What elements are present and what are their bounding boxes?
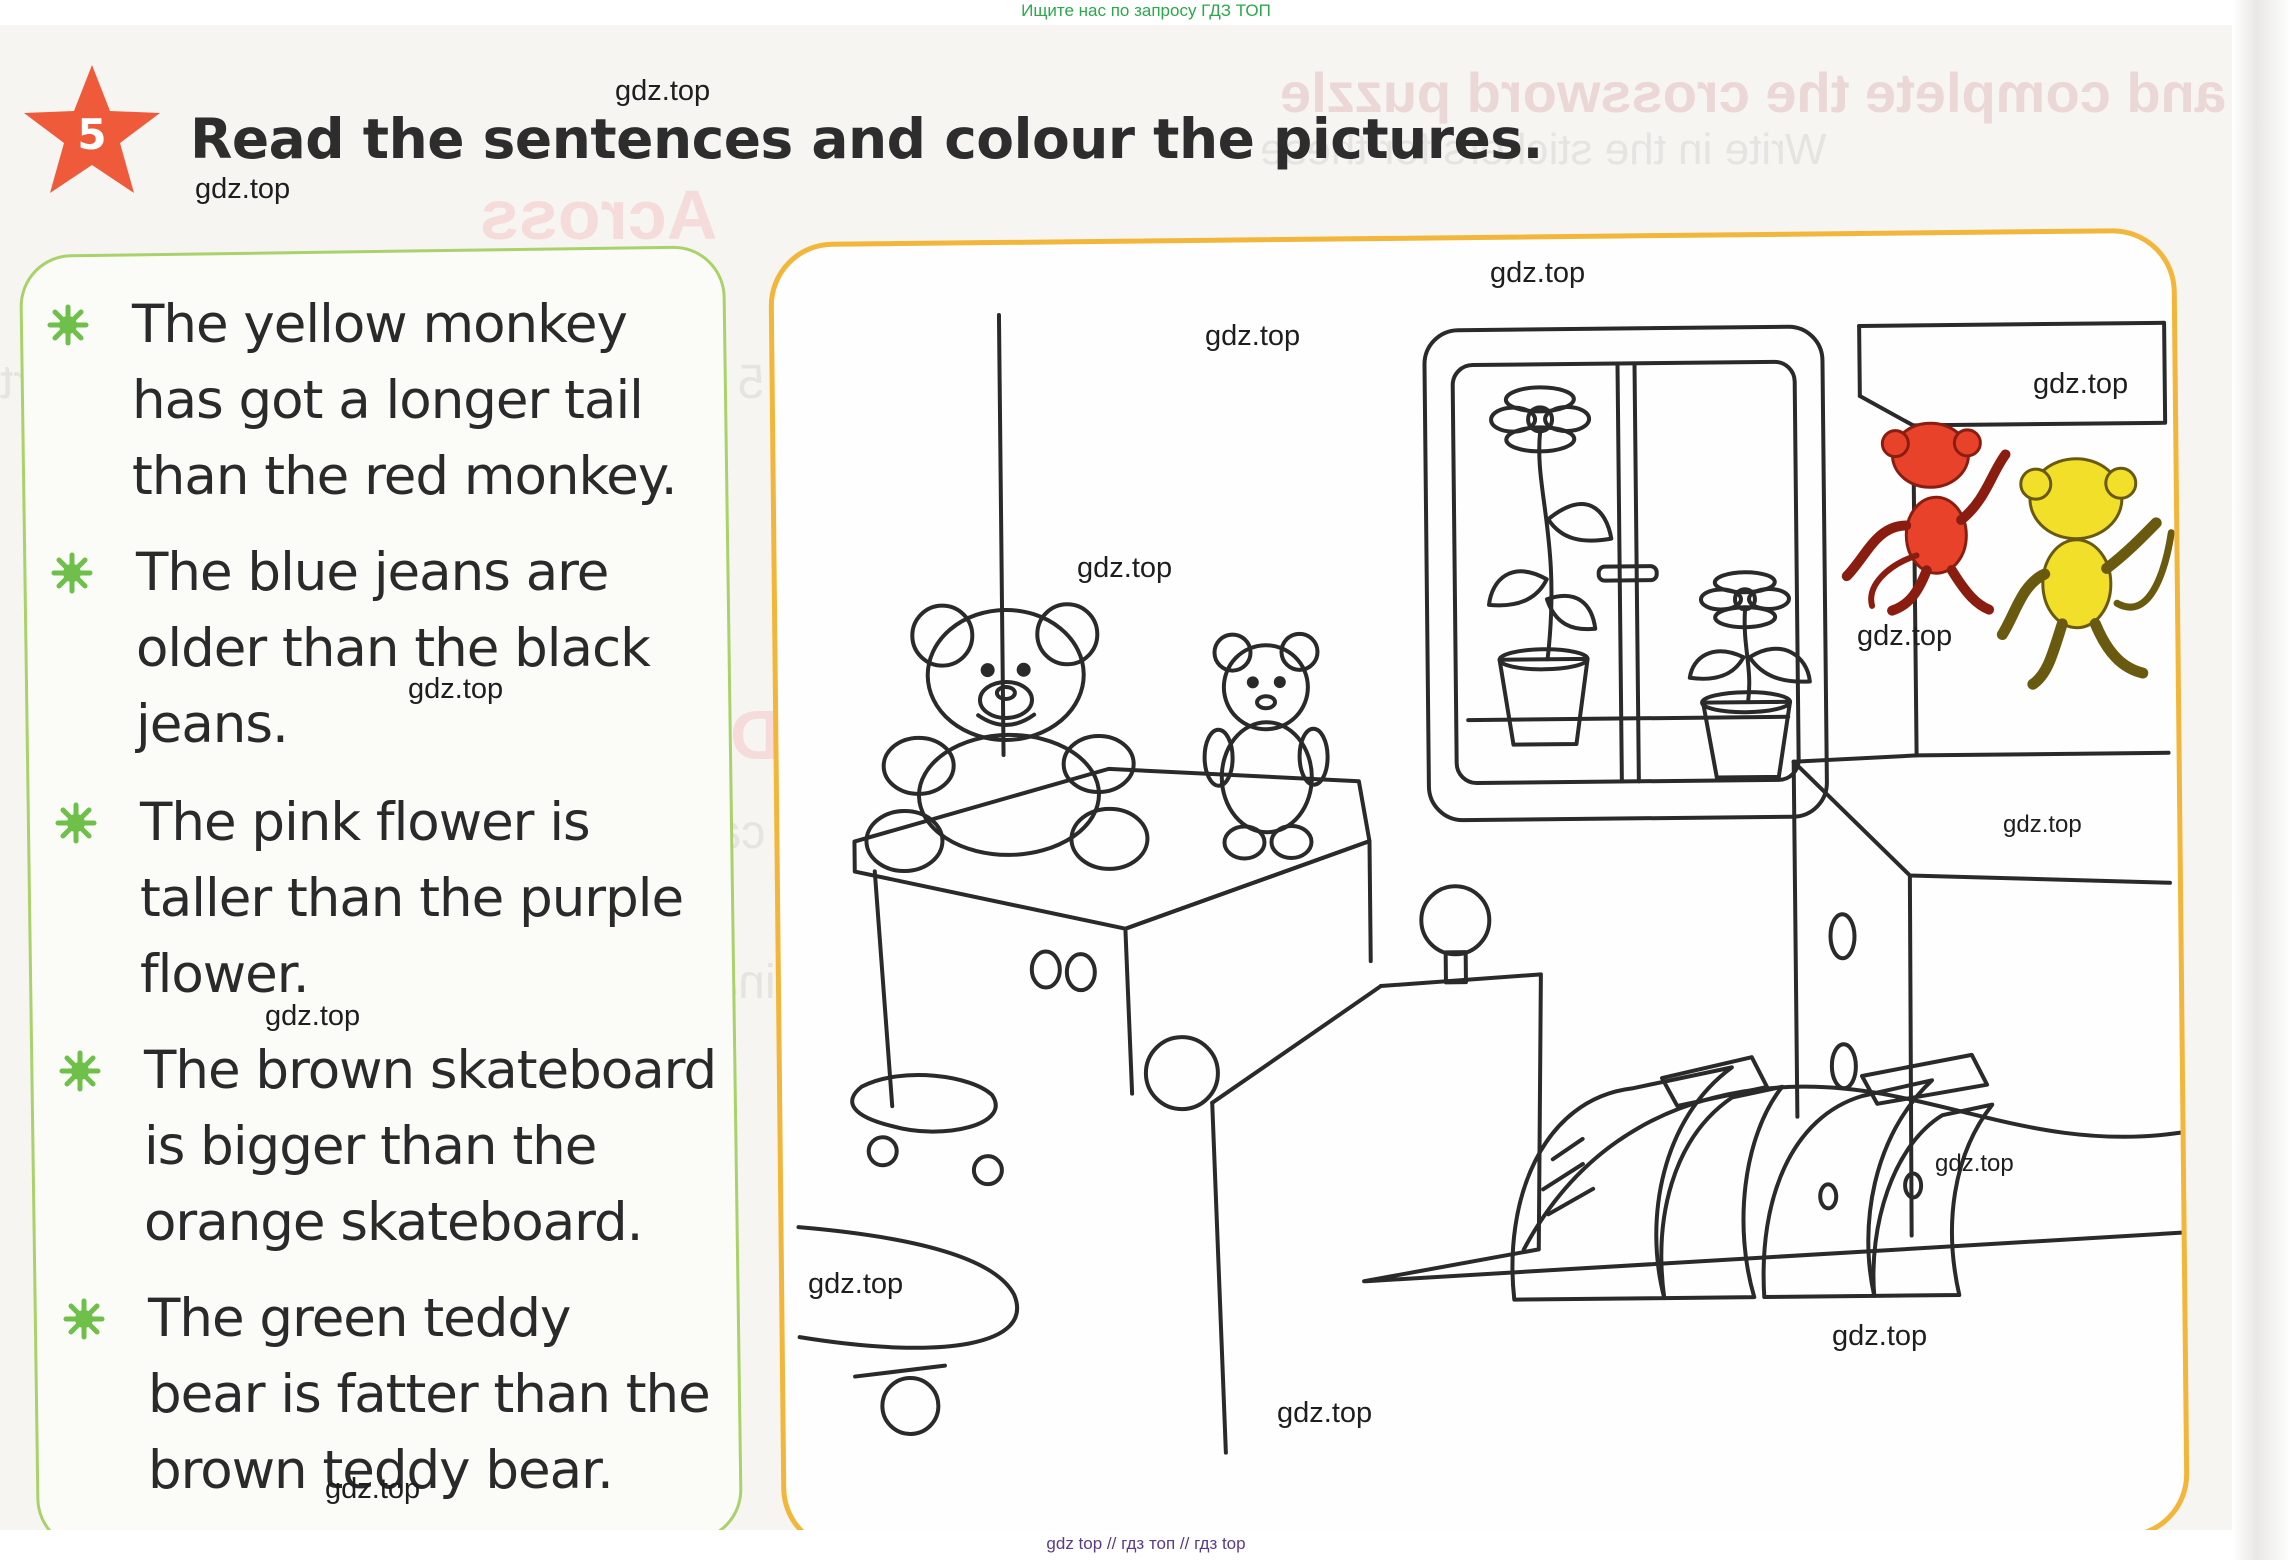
watermark: gdz.top	[1857, 620, 1953, 652]
sentence-line: The blue jeans are	[136, 542, 609, 603]
yellow-monkey	[1996, 457, 2175, 690]
watermark: gdz.top	[195, 173, 291, 205]
green-star-bullet-icon	[55, 802, 97, 844]
sentence-item: The green teddy bear is fatter than the …	[63, 1281, 726, 1509]
sentence-line: jeans.	[136, 694, 289, 755]
watermark: gdz.top	[325, 1473, 421, 1505]
sentence-line: has got a longer tail	[132, 370, 644, 431]
coloring-picture-frame	[768, 227, 2190, 1530]
book-spine-shadow	[2232, 0, 2292, 1560]
green-star-bullet-icon	[51, 552, 93, 594]
sentence-line: The pink flower is	[140, 792, 591, 853]
pink-flower	[1487, 385, 1614, 747]
sentence-line: The yellow monkey	[132, 294, 628, 355]
watermark: gdz.top	[1490, 257, 1586, 289]
sentence-line: older than the black	[136, 618, 651, 679]
watermark: gdz.top	[1205, 320, 1301, 352]
watermark: gdz.top	[808, 1268, 904, 1300]
exercise-instruction: Read the sentences and colour the pictur…	[190, 107, 1543, 171]
brown-teddy-bear	[1202, 631, 1330, 861]
purple-flower	[1687, 570, 1812, 780]
green-star-bullet-icon	[59, 1050, 101, 1092]
sentence-line: The brown skateboard	[144, 1040, 717, 1101]
watermark: gdz.top	[1077, 552, 1173, 584]
watermark: gdz.top	[265, 1000, 361, 1032]
top-search-banner: Ищите нас по запросу ГДЗ ТОП	[1021, 1, 1271, 20]
bedroom-coloring-scene	[796, 312, 2184, 1455]
brown-skateboard	[796, 1225, 1020, 1436]
sentence-item: The pink flower is taller than the purpl…	[55, 785, 718, 1013]
watermark: gdz.top	[615, 75, 711, 107]
orange-skateboard	[850, 1073, 1004, 1187]
cabinet	[852, 766, 1373, 1109]
sentence-line: is bigger than the	[144, 1116, 597, 1177]
watermark: gdz.top	[2003, 811, 2082, 838]
watermark: gdz.top	[1935, 1150, 2014, 1177]
sentence-line: taller than the purple	[140, 868, 684, 929]
sentence-item: The yellow monkey has got a longer tail …	[47, 287, 710, 515]
window	[1422, 324, 1829, 823]
watermark: gdz.top	[408, 673, 504, 705]
watermark: gdz.top	[1277, 1397, 1373, 1429]
sentence-line: brown teddy bear.	[148, 1440, 614, 1501]
green-teddy-bear	[864, 602, 1150, 874]
bottom-source-banner: gdz top // гдз топ // гдз top	[1046, 1534, 1246, 1553]
watermark: gdz.top	[1832, 1320, 1928, 1352]
green-star-bullet-icon	[47, 304, 89, 346]
black-jeans	[1761, 1052, 1995, 1300]
workbook-page: Read and complete the crossword puzzle W…	[0, 25, 2262, 1530]
star-badge-icon: 5	[24, 65, 160, 193]
sentence-item: The brown skateboard is bigger than the …	[59, 1033, 722, 1261]
watermark: gdz.top	[2033, 368, 2129, 400]
red-monkey	[1841, 421, 2011, 616]
sentence-line: bear is fatter than the	[148, 1364, 711, 1425]
sentence-line: flower.	[140, 944, 310, 1005]
sentence-line: orange skateboard.	[144, 1192, 644, 1253]
sentence-line: than the red monkey.	[132, 446, 678, 507]
green-star-bullet-icon	[63, 1298, 105, 1340]
blue-jeans	[1510, 1055, 1785, 1302]
sentence-line: The green teddy	[148, 1288, 571, 1349]
sentence-item: The blue jeans are older than the black …	[51, 535, 714, 763]
bed	[1143, 884, 2184, 1455]
exercise-number: 5	[77, 110, 106, 159]
